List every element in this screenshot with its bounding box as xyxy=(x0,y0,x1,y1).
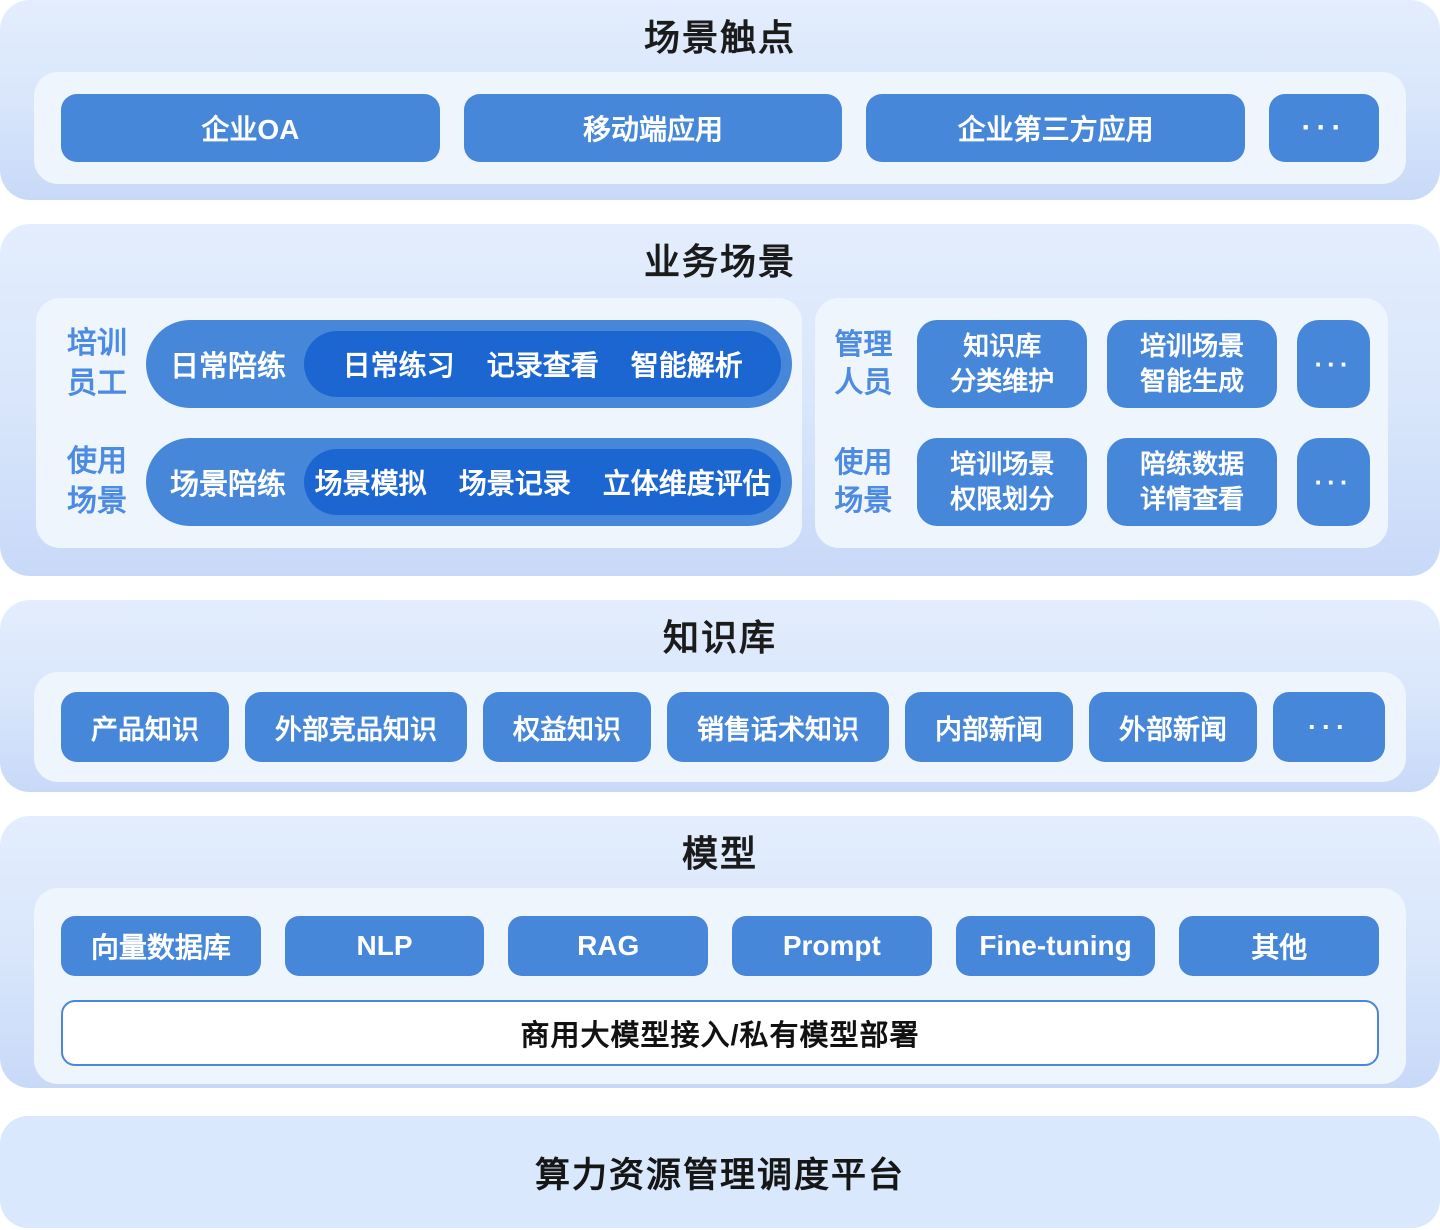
training-staff-panel: 培训 员工 日常陪练 日常练习 记录查看 智能解析 使用 xyxy=(36,298,803,548)
model-item-nlp: NLP xyxy=(284,916,485,976)
block-line: 详情查看 xyxy=(1140,484,1245,514)
label-line: 使用 xyxy=(834,447,893,479)
business-content: 培训 员工 日常陪练 日常练习 记录查看 智能解析 使用 xyxy=(36,298,1388,548)
admin-label: 管理 人员 xyxy=(833,326,893,402)
knowledge-title: 知识库 xyxy=(662,617,777,658)
touchpoint-item-mobile: 移动端应用 xyxy=(463,94,843,162)
touchpoint-item-oa: 企业OA xyxy=(61,94,440,162)
detail-item: 智能解析 xyxy=(630,350,743,381)
admin-panel: 管理 人员 知识库 分类维护 培训场景 智能生成 ··· 使用 xyxy=(815,298,1388,548)
block-line: 陪练数据 xyxy=(1140,449,1245,479)
section-knowledge: 知识库 产品知识 外部竞品知识 权益知识 销售话术知识 内部新闻 外部新闻 ··… xyxy=(0,600,1440,808)
knowledge-item-external-news: 外部新闻 xyxy=(1089,692,1257,762)
admin-row-2: 使用 场景 培训场景 权限划分 陪练数据 详情查看 ··· xyxy=(833,438,1371,526)
training-row-daily: 培训 员工 日常陪练 日常练习 记录查看 智能解析 xyxy=(64,320,793,408)
scene-generate-block: 培训场景 智能生成 xyxy=(1107,320,1278,408)
training-staff-label: 培训 员工 xyxy=(64,324,130,404)
detail-item: 场景记录 xyxy=(458,468,571,499)
model-items-row: 向量数据库 NLP RAG Prompt Fine-tuning 其他 xyxy=(61,916,1380,976)
knowledge-item-competitor: 外部竞品知识 xyxy=(245,692,467,762)
detail-item: 立体维度评估 xyxy=(602,468,771,499)
label-line: 人员 xyxy=(834,367,893,399)
model-item-other: 其他 xyxy=(1179,916,1380,976)
knowledge-item-internal-news: 内部新闻 xyxy=(905,692,1073,762)
model-access-bar: 商用大模型接入/私有模型部署 xyxy=(61,1000,1379,1066)
knowledge-item-product: 产品知识 xyxy=(61,692,229,762)
touchpoints-title: 场景触点 xyxy=(643,17,796,58)
scenario-training-details: 场景模拟 场景记录 立体维度评估 xyxy=(304,449,782,515)
label-line: 使用 xyxy=(67,445,127,478)
label-line: 员工 xyxy=(67,367,127,400)
block-line: 智能生成 xyxy=(1140,366,1245,396)
section-touchpoints: 场景触点 企业OA 移动端应用 企业第三方应用 ··· xyxy=(0,0,1440,216)
knowledge-item-sales-script: 销售话术知识 xyxy=(667,692,889,762)
daily-training-pill-title: 日常陪练 xyxy=(170,351,287,383)
detail-item: 日常练习 xyxy=(342,350,455,381)
section-model: 模型 向量数据库 NLP RAG Prompt Fine-tuning 其他 商… xyxy=(0,816,1440,1104)
detail-item: 场景模拟 xyxy=(314,468,427,499)
scenario-training-pill-title: 场景陪练 xyxy=(170,469,287,501)
section-platform: 算力资源管理调度平台 xyxy=(0,1116,1440,1228)
platform-title: 算力资源管理调度平台 xyxy=(534,1155,905,1195)
knowledge-item-rights: 权益知识 xyxy=(483,692,651,762)
label-line: 培训 xyxy=(67,327,127,360)
knowledge-more-ellipsis: ··· xyxy=(1273,692,1385,762)
admin-more-ellipsis: ··· xyxy=(1297,438,1371,526)
model-item-prompt: Prompt xyxy=(732,916,932,976)
daily-training-pill: 日常陪练 日常练习 记录查看 智能解析 xyxy=(146,320,793,408)
model-title: 模型 xyxy=(681,833,758,874)
knowledge-panel: 产品知识 外部竞品知识 权益知识 销售话术知识 内部新闻 外部新闻 ··· xyxy=(34,672,1406,782)
admin-usage-label: 使用 场景 xyxy=(833,444,893,520)
admin-row-1: 管理 人员 知识库 分类维护 培训场景 智能生成 ··· xyxy=(833,320,1371,408)
block-line: 分类维护 xyxy=(950,366,1055,396)
model-item-finetuning: Fine-tuning xyxy=(955,916,1156,976)
admin-more-ellipsis: ··· xyxy=(1297,320,1371,408)
touchpoints-panel: 企业OA 移动端应用 企业第三方应用 ··· xyxy=(34,72,1406,184)
detail-item: 记录查看 xyxy=(486,350,599,381)
block-line: 培训场景 xyxy=(1140,331,1245,361)
label-line: 管理 xyxy=(834,329,893,361)
training-row-scenario: 使用 场景 场景陪练 场景模拟 场景记录 立体维度评估 xyxy=(64,438,793,526)
model-item-vectordb: 向量数据库 xyxy=(61,916,261,976)
block-line: 权限划分 xyxy=(950,484,1055,514)
label-line: 场景 xyxy=(67,485,127,518)
data-detail-block: 陪练数据 详情查看 xyxy=(1107,438,1278,526)
permission-block: 培训场景 权限划分 xyxy=(917,438,1088,526)
usage-scenario-label: 使用 场景 xyxy=(64,442,130,522)
block-line: 知识库 xyxy=(963,331,1042,361)
section-business: 业务场景 培训 员工 日常陪练 日常练习 记录查看 智能解析 xyxy=(0,224,1440,592)
daily-training-details: 日常练习 记录查看 智能解析 xyxy=(304,331,782,397)
touchpoints-more-ellipsis: ··· xyxy=(1269,94,1380,162)
touchpoint-item-thirdparty: 企业第三方应用 xyxy=(866,94,1246,162)
model-item-rag: RAG xyxy=(508,916,709,976)
kb-maintain-block: 知识库 分类维护 xyxy=(917,320,1088,408)
block-line: 培训场景 xyxy=(950,449,1055,479)
scenario-training-pill: 场景陪练 场景模拟 场景记录 立体维度评估 xyxy=(146,438,793,526)
label-line: 场景 xyxy=(834,485,893,517)
business-title: 业务场景 xyxy=(643,241,796,282)
model-panel: 向量数据库 NLP RAG Prompt Fine-tuning 其他 商用大模… xyxy=(34,888,1406,1084)
